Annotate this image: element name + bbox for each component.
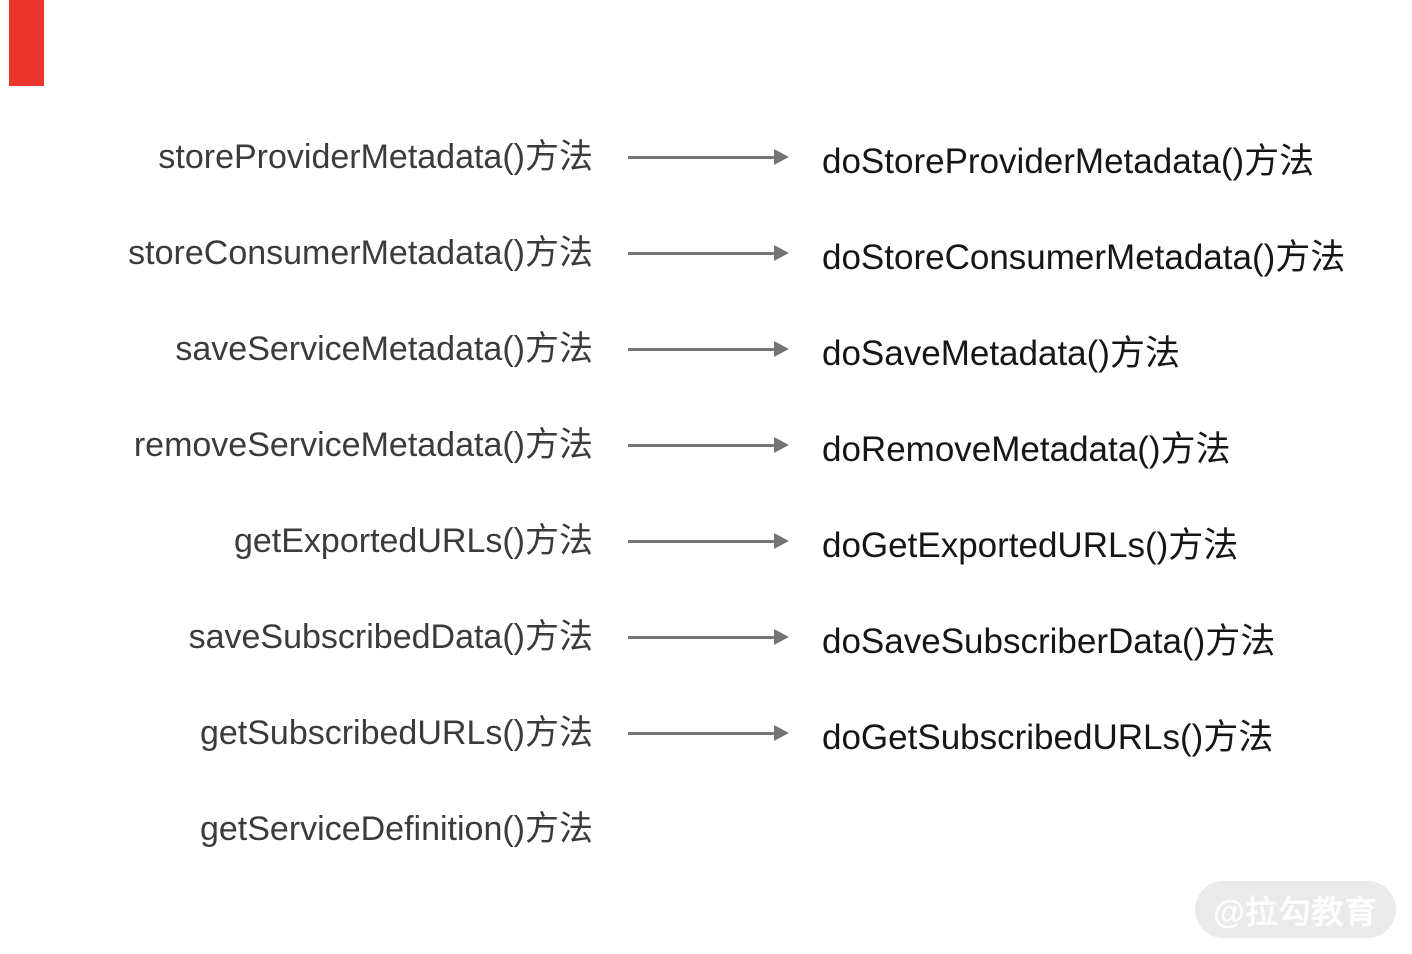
abstract-method-label: removeServiceMetadata()方法 (133, 425, 593, 464)
template-method-label: doSaveMetadata()方法 (822, 333, 1180, 373)
abstract-method-label: getSubscribedURLs()方法 (199, 713, 593, 752)
right-arrow-icon (593, 539, 789, 543)
right-arrow-icon (593, 347, 789, 351)
watermark-text: @拉勾教育 (1213, 893, 1378, 930)
right-arrow-icon (593, 155, 789, 159)
right-arrow-icon (593, 251, 789, 255)
abstract-method-label: getServiceDefinition()方法 (199, 809, 593, 848)
red-corner-marker (9, 0, 44, 86)
method-mapping-list: storeProviderMetadata()方法 doStoreProvide… (0, 105, 1412, 873)
mapping-row: getServiceDefinition()方法 (0, 777, 1412, 873)
right-arrow-icon (593, 443, 789, 447)
abstract-method-label: saveSubscribedData()方法 (188, 617, 593, 656)
right-arrow-icon (593, 635, 789, 639)
mapping-row: saveSubscribedData()方法 doSaveSubscriberD… (0, 585, 1412, 681)
abstract-method-label: storeConsumerMetadata()方法 (128, 233, 593, 272)
mapping-row: getExportedURLs()方法 doGetExportedURLs()方… (0, 489, 1412, 585)
watermark-badge: @拉勾教育 (1195, 881, 1396, 938)
mapping-row: saveServiceMetadata()方法 doSaveMetadata()… (0, 297, 1412, 393)
template-method-label: doRemoveMetadata()方法 (822, 429, 1231, 469)
mapping-row: storeProviderMetadata()方法 doStoreProvide… (0, 105, 1412, 201)
mapping-row: storeConsumerMetadata()方法 doStoreConsume… (0, 201, 1412, 297)
abstract-method-label: storeProviderMetadata()方法 (158, 137, 593, 176)
template-method-label: doSaveSubscriberData()方法 (822, 621, 1276, 661)
template-method-label: doGetSubscribedURLs()方法 (822, 717, 1274, 757)
mapping-row: removeServiceMetadata()方法 doRemoveMetada… (0, 393, 1412, 489)
right-arrow-icon (593, 731, 789, 735)
template-method-label: doGetExportedURLs()方法 (822, 525, 1239, 565)
mapping-row: getSubscribedURLs()方法 doGetSubscribedURL… (0, 681, 1412, 777)
template-method-label: doStoreConsumerMetadata()方法 (822, 237, 1346, 277)
template-method-label: doStoreProviderMetadata()方法 (822, 141, 1315, 181)
abstract-method-label: saveServiceMetadata()方法 (175, 329, 593, 368)
abstract-method-label: getExportedURLs()方法 (233, 521, 593, 560)
